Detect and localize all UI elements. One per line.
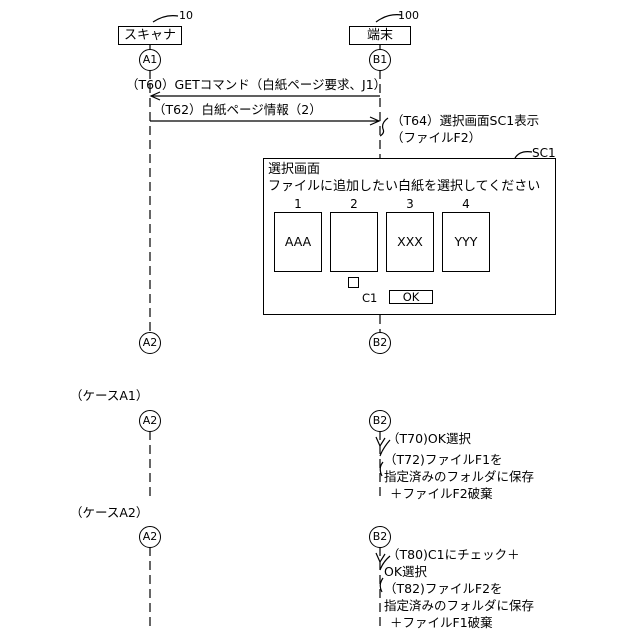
case-a1-line: （T70)OK選択 <box>387 430 471 447</box>
selection-screen: 選択画面 ファイルに追加したい白紙を選択してください 1 2 3 4 AAA X… <box>263 158 556 315</box>
selection-screen-prompt: ファイルに追加したい白紙を選択してください <box>268 179 540 195</box>
marker-b2: B2 <box>369 526 391 548</box>
terminal-box: 端末 <box>349 26 411 45</box>
marker-a2: A2 <box>139 410 161 432</box>
page-number: 1 <box>274 197 322 211</box>
case-a1-line: （T72)ファイルF1を <box>384 451 503 468</box>
selection-screen-title: 選択画面 <box>268 162 320 178</box>
case-a1-title: （ケースA1） <box>70 388 148 404</box>
marker-b1: B1 <box>369 49 391 71</box>
checkbox-c1[interactable] <box>348 277 359 288</box>
marker-b2: B2 <box>369 332 391 354</box>
page-number: 3 <box>386 197 434 211</box>
page-number: 2 <box>330 197 378 211</box>
message-t62: （T62）白紙ページ情報（2） <box>153 102 322 118</box>
scanner-label: スキャナ <box>124 28 176 43</box>
t64-leader <box>380 118 388 136</box>
marker-a2: A2 <box>139 332 161 354</box>
checkbox-c1-ref: C1 <box>362 291 377 305</box>
terminal-label: 端末 <box>367 28 393 43</box>
case-a2-line: ＋ファイルF1破棄 <box>390 614 493 631</box>
blank-page-thumbnail[interactable]: AAA <box>274 212 322 272</box>
case-a1-line: ＋ファイルF2破棄 <box>390 485 493 502</box>
blank-page-thumbnail[interactable] <box>330 212 378 272</box>
ok-button[interactable]: OK <box>389 290 433 304</box>
blank-page-thumbnail[interactable]: XXX <box>386 212 434 272</box>
case-a2-line: OK選択 <box>384 563 427 580</box>
case-a2-line: （T82)ファイルF2を <box>384 580 503 597</box>
marker-a2: A2 <box>139 526 161 548</box>
note-t64-line1: （T64）選択画面SC1表示 <box>391 112 539 129</box>
note-t64-line2: （ファイルF2） <box>391 129 481 146</box>
scanner-ref: 10 <box>179 10 193 22</box>
marker-a1: A1 <box>139 49 161 71</box>
scanner-ref-leader <box>153 16 178 22</box>
case-a2-title: （ケースA2） <box>70 505 148 521</box>
message-t60: （T60）GETコマンド（白紙ページ要求、J1） <box>126 77 386 93</box>
case-a2-line: 指定済みのフォルダに保存 <box>384 597 534 614</box>
marker-b2: B2 <box>369 410 391 432</box>
case-a1-line: 指定済みのフォルダに保存 <box>384 468 534 485</box>
case-a2-line: （T80)C1にチェック＋ <box>387 546 520 563</box>
blank-page-thumbnail[interactable]: YYY <box>442 212 490 272</box>
page-number: 4 <box>442 197 490 211</box>
terminal-ref: 100 <box>398 10 419 22</box>
scanner-box: スキャナ <box>118 26 182 45</box>
